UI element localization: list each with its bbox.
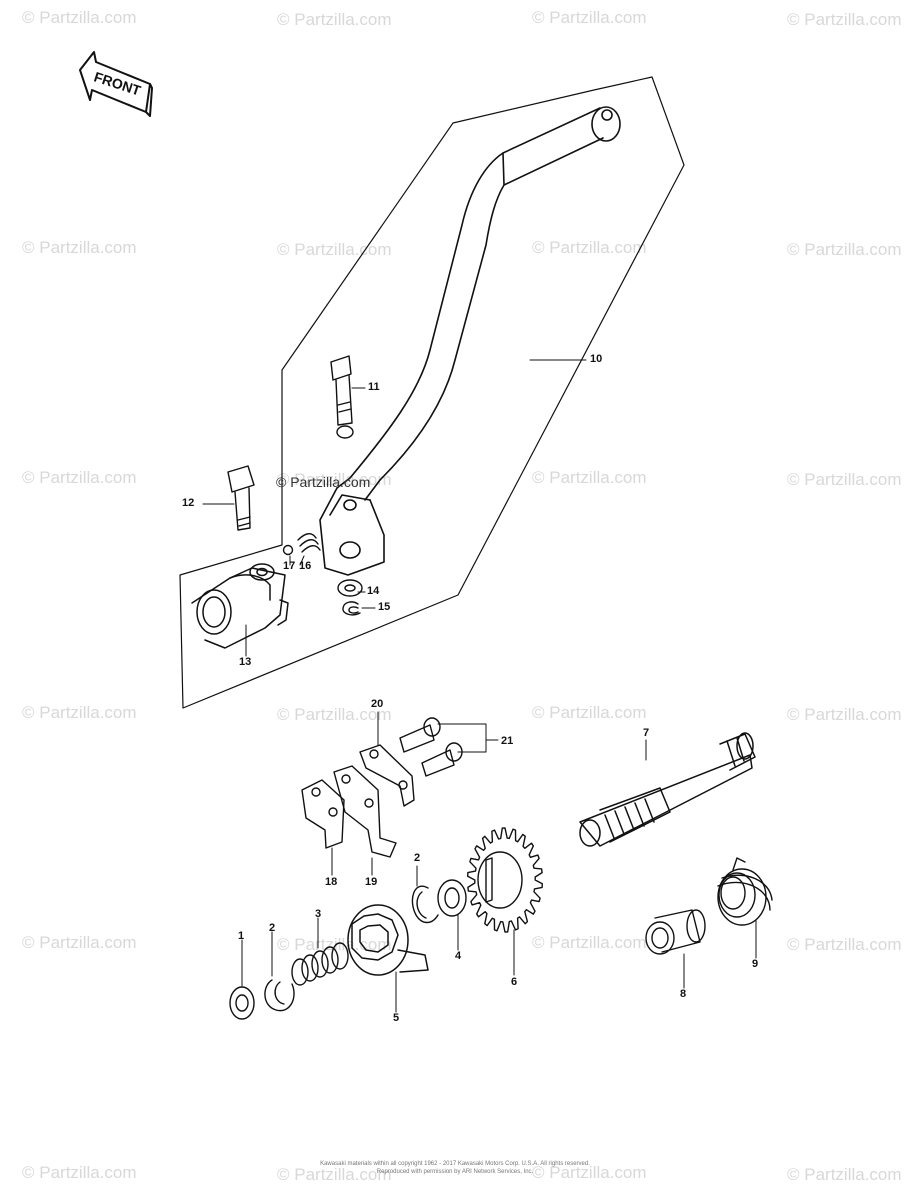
watermark-text: © Partzilla.com (277, 935, 392, 954)
watermark-text: © Partzilla.com (532, 238, 647, 257)
front-arrow-label: FRONT (92, 69, 143, 99)
watermark-text: © Partzilla.com (277, 1165, 392, 1184)
watermark-text: © Partzilla.com (277, 470, 392, 489)
callout-19: 19 (365, 876, 378, 888)
watermark-text: © Partzilla.com (787, 10, 902, 29)
watermark-text: © Partzilla.com (22, 1163, 137, 1182)
watermark-text: © Partzilla.com (532, 703, 647, 722)
circlip-15 (342, 601, 361, 616)
watermark-text: © Partzilla.com (22, 8, 137, 27)
callout-14: 14 (367, 585, 380, 597)
watermark-text: © Partzilla.com (787, 470, 902, 489)
callout-2-upper: 2 (414, 852, 421, 864)
kick-pedal-group-outline (179, 76, 685, 709)
callout-16: 16 (299, 560, 312, 572)
spring-3 (291, 942, 349, 986)
spring-guide (645, 909, 706, 955)
callout-5: 5 (393, 1012, 400, 1024)
callout-7: 7 (643, 727, 650, 739)
callout-13: 13 (239, 656, 252, 668)
watermark-text: © Partzilla.com (22, 933, 137, 952)
bolt-11 (330, 355, 354, 439)
watermark-text: © Partzilla.com (22, 238, 137, 257)
plate-19 (333, 765, 397, 858)
washer-14 (337, 579, 363, 597)
plate-20 (359, 744, 415, 807)
ratchet (347, 904, 429, 976)
watermark-text: © Partzilla.com (787, 705, 902, 724)
callout-2-lower: 2 (269, 922, 276, 934)
circlip-2-upper (411, 885, 439, 924)
callout-12: 12 (182, 497, 195, 509)
callout-15: 15 (378, 601, 391, 613)
washer-4 (437, 879, 467, 917)
front-arrow: FRONT (79, 51, 153, 117)
callout-17: 17 (283, 560, 296, 572)
copyright-line-2: Reproduced with permission by ARI Networ… (376, 1169, 534, 1175)
watermark-text: © Partzilla.com (532, 933, 647, 952)
callout-21: 21 (501, 735, 514, 747)
washer-1 (229, 986, 255, 1020)
callout-6: 6 (511, 976, 518, 988)
callout-18: 18 (325, 876, 338, 888)
watermark-text: © Partzilla.com (277, 10, 392, 29)
kick-pedal (319, 106, 621, 576)
watermark-text: © Partzilla.com (277, 240, 392, 259)
watermark-text: © Partzilla.com (532, 8, 647, 27)
watermark-text: © Partzilla.com (532, 468, 647, 487)
watermark-text: © Partzilla.com (22, 468, 137, 487)
plate-18 (301, 779, 345, 849)
callout-3: 3 (315, 908, 322, 920)
watermark-text: © Partzilla.com (532, 1163, 647, 1182)
kick-boss (191, 563, 289, 649)
callout-20: 20 (371, 698, 384, 710)
watermark-text: © Partzilla.com (277, 705, 392, 724)
callout-10: 10 (590, 353, 603, 365)
leader-lines (202, 359, 757, 1013)
spring-16 (297, 533, 321, 553)
callout-1: 1 (238, 930, 245, 942)
callout-9: 9 (752, 958, 759, 970)
watermark-text: © Partzilla.com (22, 703, 137, 722)
ball-17 (282, 544, 294, 556)
bolt-12 (227, 465, 255, 531)
callout-11: 11 (368, 381, 380, 393)
bolt-21-a (399, 717, 441, 753)
callout-4: 4 (455, 950, 462, 962)
kick-gear (467, 827, 543, 933)
watermark-text: © Partzilla.com (787, 935, 902, 954)
watermark-text: © Partzilla.com (787, 1165, 902, 1184)
bolt-21-b (421, 742, 463, 777)
copyright-line-1: Kawasaki materials within all copyright … (320, 1161, 590, 1167)
diagram-watermark: © Partzilla.com (276, 474, 371, 490)
circlip-2-lower (264, 979, 295, 1012)
watermark-text: © Partzilla.com (787, 240, 902, 259)
callout-8: 8 (680, 988, 687, 1000)
kick-shaft (579, 732, 756, 847)
kick-spring (717, 857, 773, 926)
